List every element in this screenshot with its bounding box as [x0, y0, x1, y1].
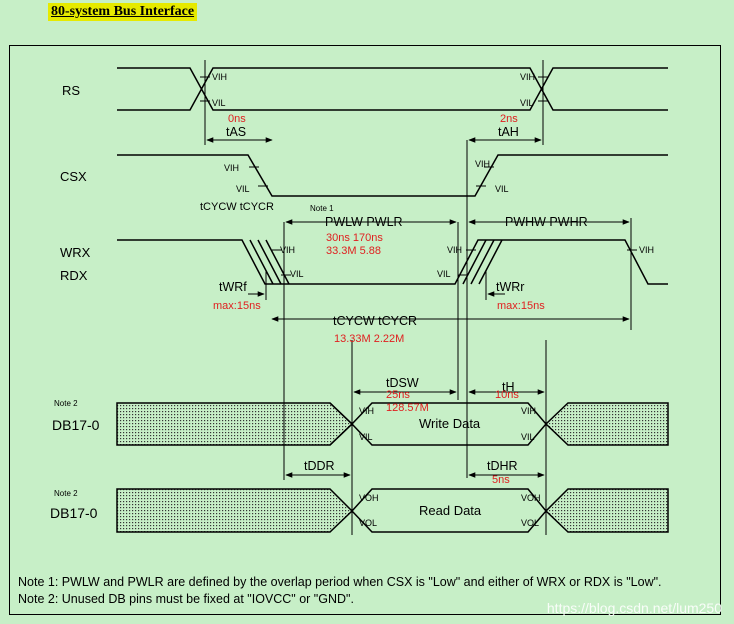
watermark: https://blog.csdn.net/lum250 — [546, 600, 722, 616]
note-2: Note 2: Unused DB pins must be fixed at … — [18, 592, 354, 606]
tcyc-values: 13.33M 2.22M — [334, 333, 404, 345]
tcyc-label: tCYCW tCYCR — [333, 314, 417, 328]
tddr-label: tDDR — [304, 459, 335, 473]
wrx-rdx-waveform — [117, 239, 668, 285]
reference-lines — [204, 60, 632, 535]
pwhw-pwhr-label: PWHW PWHR — [505, 215, 588, 229]
diagram-frame — [9, 45, 721, 615]
rs-vih-right: VIH — [520, 72, 535, 82]
rdx-label: RDX — [60, 268, 88, 283]
csx-label: CSX — [60, 169, 87, 184]
db-r-voh-right: VOH — [521, 493, 541, 503]
wrx-vih-end: VIH — [639, 245, 654, 255]
db-read-waveform — [116, 488, 669, 533]
db-r-vol-right: VOL — [521, 518, 539, 528]
db-r-vol-left: VOL — [359, 518, 377, 528]
write-data-label: Write Data — [419, 416, 481, 431]
tah-label: tAH — [498, 125, 519, 139]
db-write-label: DB17-0 — [52, 417, 100, 433]
twrf-label: tWRf — [219, 280, 247, 294]
twrf-value: max:15ns — [213, 300, 261, 312]
rs-vil-left: VIL — [212, 98, 226, 108]
rs-vih-left: VIH — [212, 72, 227, 82]
db-read-label: DB17-0 — [50, 505, 98, 521]
note2-label-write: Note 2 — [54, 399, 78, 408]
wrx-vil-right: VIL — [437, 269, 451, 279]
db-w-vil-right: VIL — [521, 432, 535, 442]
pw-values-line1: 30ns 170ns — [326, 232, 383, 244]
tas-value: 0ns — [228, 113, 246, 125]
csx-vih-left: VIH — [224, 163, 239, 173]
db-r-voh-left: VOH — [359, 493, 379, 503]
db-write-waveform — [116, 402, 669, 446]
wrx-vih-left: VIH — [280, 245, 295, 255]
th-label: tH — [502, 380, 515, 394]
wrx-vih-right: VIH — [447, 245, 462, 255]
csx-vih-right: VIH — [475, 159, 490, 169]
tcyc-small-label: tCYCW tCYCR — [200, 201, 274, 213]
db-w-vih-left: VIH — [359, 406, 374, 416]
rs-waveform — [117, 67, 668, 111]
csx-vil-right: VIL — [495, 184, 509, 194]
pwlw-pwlr-label: PWLW PWLR — [325, 215, 403, 229]
tdsw-value-1: 25ns — [386, 389, 410, 401]
note2-label-read: Note 2 — [54, 489, 78, 498]
tah-value: 2ns — [500, 113, 518, 125]
rs-vil-right: VIL — [520, 98, 534, 108]
csx-waveform — [117, 154, 668, 197]
wrx-vil-left: VIL — [290, 269, 304, 279]
tdsw-label: tDSW — [386, 376, 419, 390]
db-w-vil-left: VIL — [359, 432, 373, 442]
tdsw-value-2: 128.57M — [386, 402, 429, 414]
csx-vil-left: VIL — [236, 184, 250, 194]
tdhr-label: tDHR — [487, 459, 518, 473]
pw-values-line2: 33.3M 5.88 — [326, 245, 381, 257]
tdhr-value: 5ns — [492, 474, 510, 486]
th-value: 10ns — [495, 389, 519, 401]
note1-label: Note 1 — [310, 204, 334, 213]
twrr-value: max:15ns — [497, 300, 545, 312]
page-title: 80-system Bus Interface — [48, 3, 198, 21]
twrr-label: tWRr — [496, 280, 524, 294]
tas-label: tAS — [226, 125, 246, 139]
note-1: Note 1: PWLW and PWLR are defined by the… — [18, 575, 662, 589]
read-data-label: Read Data — [419, 503, 482, 518]
rs-label: RS — [62, 83, 80, 98]
wrx-label: WRX — [60, 245, 91, 260]
db-w-vih-right: VIH — [521, 406, 536, 416]
